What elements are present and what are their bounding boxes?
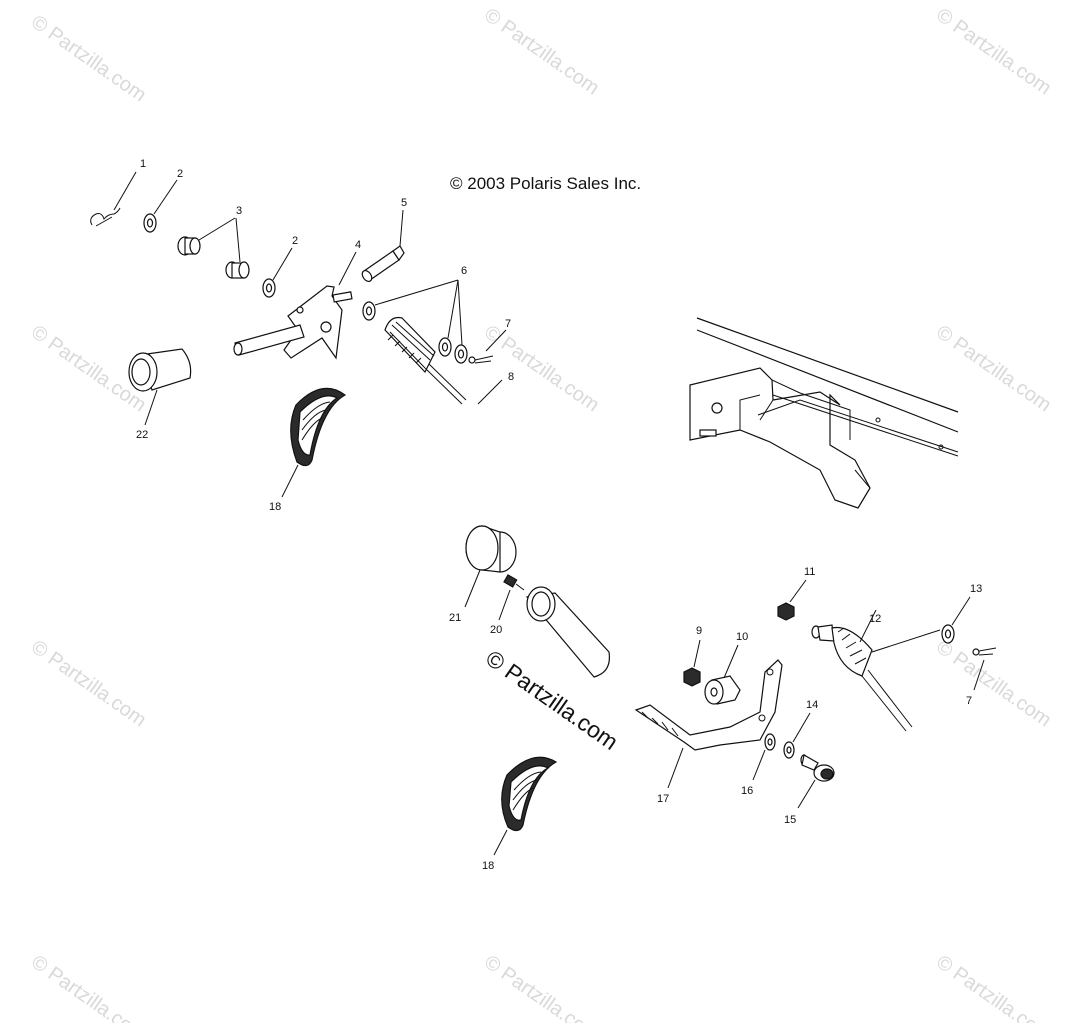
callout-7: 7 [966,695,972,707]
watermark: © Partzilla.com [27,636,150,731]
watermark-group: © Partzilla.com © Partzilla.com © Partzi… [27,4,1055,1023]
part-17-pedal-arm [634,659,783,789]
part-12-brake-cable [811,609,941,732]
part-13-washer [941,596,971,644]
part-6-washers [362,279,468,364]
callout-13: 13 [970,583,982,595]
frame-section [689,317,959,509]
callout-2: 2 [177,168,183,180]
part-8-throttle-cable [384,316,503,405]
part-16-washer [752,733,776,781]
part-18-pad-upper [281,387,347,498]
callout-22: 22 [136,429,148,441]
callout-6: 6 [461,265,467,277]
watermark: © Partzilla.com [932,321,1055,416]
watermark: © Partzilla.com [480,951,603,1023]
part-11-nut [777,579,807,621]
watermark: © Partzilla.com [932,4,1055,99]
callout-18: 18 [482,860,494,872]
watermark: © Partzilla.com [480,4,603,99]
callout-16: 16 [741,785,753,797]
callout-18: 18 [269,501,281,513]
callout-7: 7 [505,318,511,330]
callout-2: 2 [292,235,298,247]
part-5-pin [361,209,405,283]
callout-8: 8 [508,371,514,383]
callout-9: 9 [696,625,702,637]
callout-4: 4 [355,239,361,251]
watermark: © Partzilla.com [932,636,1055,731]
callout-5: 5 [401,197,407,209]
watermark: © Partzilla.com [27,11,150,106]
part-9-nut [683,639,701,687]
part-2-washer [143,179,178,233]
part-20-screw [498,574,525,621]
callout-20: 20 [490,624,502,636]
part-14-washer [783,712,811,759]
part-1-hairpin-clip [90,171,137,227]
part-7-cotter-pin [468,329,507,364]
part-10-bumper [704,644,741,705]
part-21-cap [464,525,517,608]
watermark: © Partzilla.com [932,951,1055,1023]
watermark: © Partzilla.com [480,321,603,416]
part-15-pivot-bolt [797,754,835,809]
watermark: © Partzilla.com [27,951,150,1023]
callout-17: 17 [657,793,669,805]
callout-21: 21 [449,612,461,624]
copyright-text: © 2003 Polaris Sales Inc. [450,174,641,193]
part-18-pad-lower [493,756,558,856]
part-3-bushings [177,217,250,279]
callout-labels: 1 2 3 2 4 5 6 7 8 22 18 21 20 9 10 11 12… [136,158,982,872]
callout-1: 1 [140,158,146,170]
grip-sleeve [525,586,611,678]
callout-11: 11 [804,566,815,578]
part-7-cotter-pin-lower [972,647,997,691]
callout-3: 3 [236,205,242,217]
callout-10: 10 [736,631,748,643]
callout-14: 14 [806,699,818,711]
callout-15: 15 [784,814,796,826]
callout-12: 12 [869,613,881,625]
part-22-grip [128,348,192,426]
part-4-lever-bracket [233,251,357,360]
part-2-washer-b [262,247,293,298]
